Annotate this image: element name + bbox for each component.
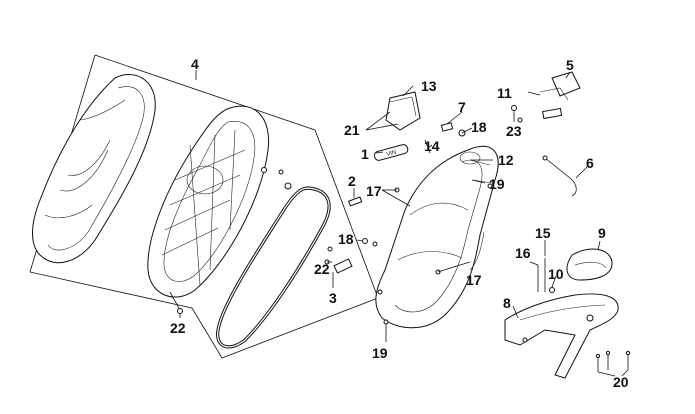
cover-13 (385, 91, 421, 131)
callout-labels: 4 13 21 7 14 18 12 19 1 2 17 18 22 3 17 … (170, 56, 629, 390)
grommet-18-mid (362, 238, 378, 247)
callout-8: 8 (503, 295, 511, 311)
callout-18-mid: 18 (338, 231, 354, 247)
seat-frame (147, 105, 292, 298)
callout-15: 15 (535, 225, 551, 241)
callout-17-lower: 17 (466, 272, 482, 288)
callout-1: 1 (361, 146, 369, 162)
callout-5: 5 (566, 57, 574, 73)
seat-seal (216, 186, 331, 349)
callout-21: 21 (344, 122, 360, 138)
callout-18-top: 18 (471, 119, 487, 135)
callout-20: 20 (613, 374, 629, 390)
callout-4: 4 (191, 56, 199, 72)
callout-11: 11 (497, 85, 512, 101)
rear-carrier (504, 293, 619, 379)
callout-10: 10 (548, 266, 564, 282)
callout-3: 3 (329, 290, 337, 306)
leader-lines (179, 70, 629, 377)
seat-assembly (32, 74, 156, 264)
callout-22-lower: 22 (170, 320, 186, 336)
hinge-12 (469, 159, 493, 189)
vin-plate: VIN (373, 144, 409, 161)
pad-9 (566, 248, 613, 281)
callout-22-mid: 22 (314, 261, 330, 277)
bolt-19-lower (383, 319, 389, 335)
luggage-box (375, 145, 499, 329)
callout-19-lower: 19 (372, 345, 388, 361)
callout-6: 6 (586, 155, 594, 171)
callout-9: 9 (598, 225, 606, 241)
callout-14: 14 (424, 138, 440, 154)
callout-13: 13 (421, 78, 437, 94)
pad-7 (440, 122, 454, 132)
callout-2: 2 (348, 173, 356, 189)
callout-19-top: 19 (489, 176, 505, 192)
pad-2 (348, 196, 363, 207)
cable-6 (542, 155, 577, 197)
vin-stamp-text: VIN (386, 150, 397, 158)
callout-7: 7 (458, 99, 466, 115)
latch-3 (324, 246, 353, 274)
seat-group-outline (29, 54, 379, 359)
clip-14 (424, 139, 431, 154)
washer-10 (549, 287, 555, 293)
callout-16: 16 (515, 245, 531, 261)
bolts-20 (595, 350, 631, 372)
callout-12: 12 (498, 152, 514, 168)
callout-17-top: 17 (366, 183, 382, 199)
callout-23: 23 (506, 123, 522, 139)
lock-5 (511, 71, 581, 123)
screw-22-lower (169, 291, 183, 314)
